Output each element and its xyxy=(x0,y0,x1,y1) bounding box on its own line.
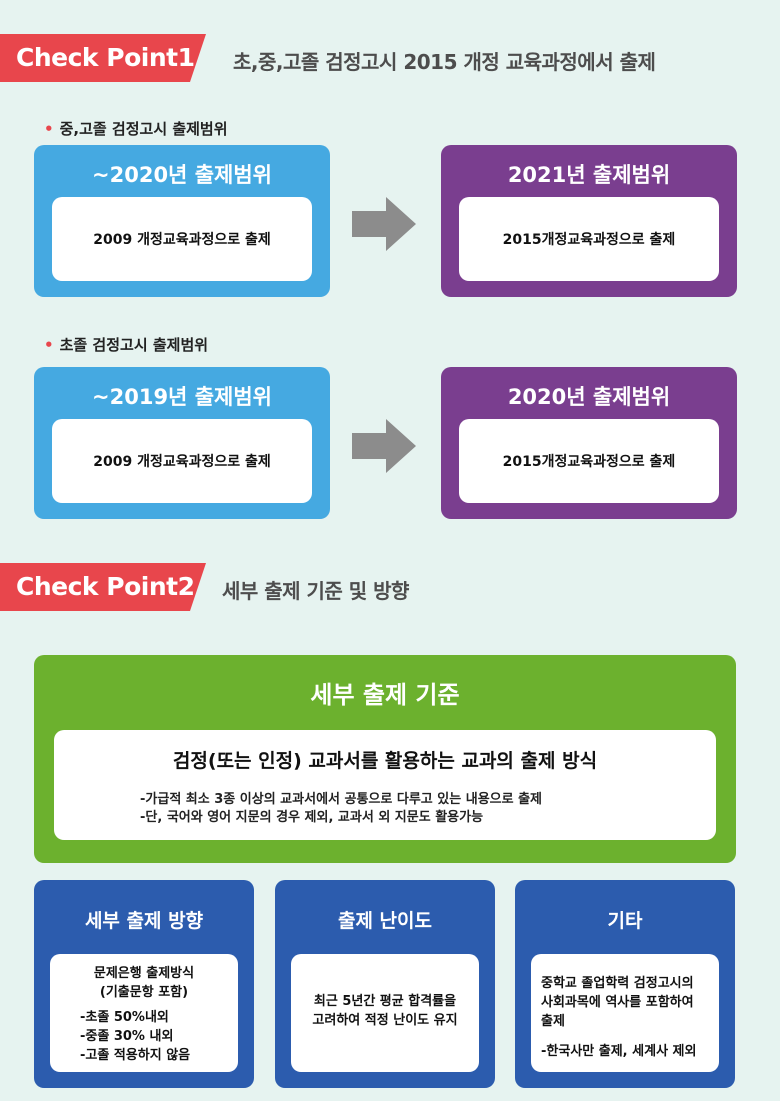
check-point-2-title: 세부 출제 기준 및 방향 xyxy=(222,579,409,603)
card-title: 세부 출제 방향 xyxy=(84,910,204,932)
card-line: 출제 xyxy=(541,1014,565,1029)
panel-before-2020: ~2019년 출제범위 2009 개정교육과정으로 출제 xyxy=(34,367,330,519)
criteria-panel: 세부 출제 기준 검정(또는 인정) 교과서를 활용하는 교과의 출제 방식 -… xyxy=(34,655,736,863)
bullet-dot-icon: • xyxy=(44,120,54,138)
card-line: 사회과목에 역사를 포함하여 xyxy=(541,995,694,1010)
panel-title: 2021년 출제범위 xyxy=(507,163,671,187)
criteria-line: -가급적 최소 3종 이상의 교과서에서 공통으로 다루고 있는 내용으로 출제 xyxy=(140,792,543,807)
card-line: -고졸 적용하지 않음 xyxy=(80,1048,191,1063)
check-point-2-tag: Check Point2 xyxy=(0,563,206,611)
card-etc: 기타 중학교 졸업학력 검정고시의 사회과목에 역사를 포함하여 출제 -한국사… xyxy=(515,880,735,1088)
card-body: 중학교 졸업학력 검정고시의 사회과목에 역사를 포함하여 출제 -한국사만 출… xyxy=(531,954,719,1072)
criteria-body: 검정(또는 인정) 교과서를 활용하는 교과의 출제 방식 -가급적 최소 3종… xyxy=(54,730,716,840)
panel-body: 2009 개정교육과정으로 출제 xyxy=(52,197,312,281)
card-line: 최근 5년간 평균 합격률을 xyxy=(313,994,457,1009)
card-line: (기출문항 포함) xyxy=(99,985,189,1000)
card-line: -한국사만 출제, 세계사 제외 xyxy=(541,1044,697,1059)
card-title: 출제 난이도 xyxy=(337,910,432,932)
panel-before-2021: ~2020년 출제범위 2009 개정교육과정으로 출제 xyxy=(34,145,330,297)
card-line: -초졸 50%내외 xyxy=(80,1010,169,1025)
bullet-middle-high: • 중,고졸 검정고시 출제범위 xyxy=(44,118,228,139)
panel-title: ~2019년 출제범위 xyxy=(92,385,272,409)
panel-title: ~2020년 출제범위 xyxy=(92,163,272,187)
card-difficulty: 출제 난이도 최근 5년간 평균 합격률을 고려하여 적정 난이도 유지 xyxy=(275,880,495,1088)
panel-title: 2020년 출제범위 xyxy=(507,385,671,409)
bullet-dot-icon: • xyxy=(44,336,54,354)
card-body: 최근 5년간 평균 합격률을 고려하여 적정 난이도 유지 xyxy=(291,954,479,1072)
card-line: -중졸 30% 내외 xyxy=(80,1029,174,1044)
bullet-text: 중,고졸 검정고시 출제범위 xyxy=(59,120,228,138)
panel-body: 2015개정교육과정으로 출제 xyxy=(459,197,719,281)
arrow-right-icon xyxy=(352,419,416,473)
card-direction: 세부 출제 방향 문제은행 출제방식 (기출문항 포함) -초졸 50%내외 -… xyxy=(34,880,254,1088)
card-line: 고려하여 적정 난이도 유지 xyxy=(312,1013,458,1028)
check-point-1-title: 초,중,고졸 검정고시 2015 개정 교육과정에서 출제 xyxy=(233,50,656,74)
panel-2021: 2021년 출제범위 2015개정교육과정으로 출제 xyxy=(441,145,737,297)
card-line: 중학교 졸업학력 검정고시의 xyxy=(541,976,694,991)
card-body: 문제은행 출제방식 (기출문항 포함) -초졸 50%내외 -중졸 30% 내외… xyxy=(50,954,238,1072)
criteria-subtitle: 검정(또는 인정) 교과서를 활용하는 교과의 출제 방식 xyxy=(172,750,598,772)
panel-2020: 2020년 출제범위 2015개정교육과정으로 출제 xyxy=(441,367,737,519)
check-point-1-tag: Check Point1 xyxy=(0,34,206,82)
panel-body: 2015개정교육과정으로 출제 xyxy=(459,419,719,503)
bullet-text: 초졸 검정고시 출제범위 xyxy=(59,336,209,354)
criteria-line: -단, 국어와 영어 지문의 경우 제외, 교과서 외 지문도 활용가능 xyxy=(140,810,484,825)
card-line: 문제은행 출제방식 xyxy=(93,966,195,981)
criteria-title: 세부 출제 기준 xyxy=(310,681,460,709)
card-title: 기타 xyxy=(607,910,643,932)
bullet-elementary: • 초졸 검정고시 출제범위 xyxy=(44,334,208,355)
panel-body: 2009 개정교육과정으로 출제 xyxy=(52,419,312,503)
arrow-right-icon xyxy=(352,197,416,251)
